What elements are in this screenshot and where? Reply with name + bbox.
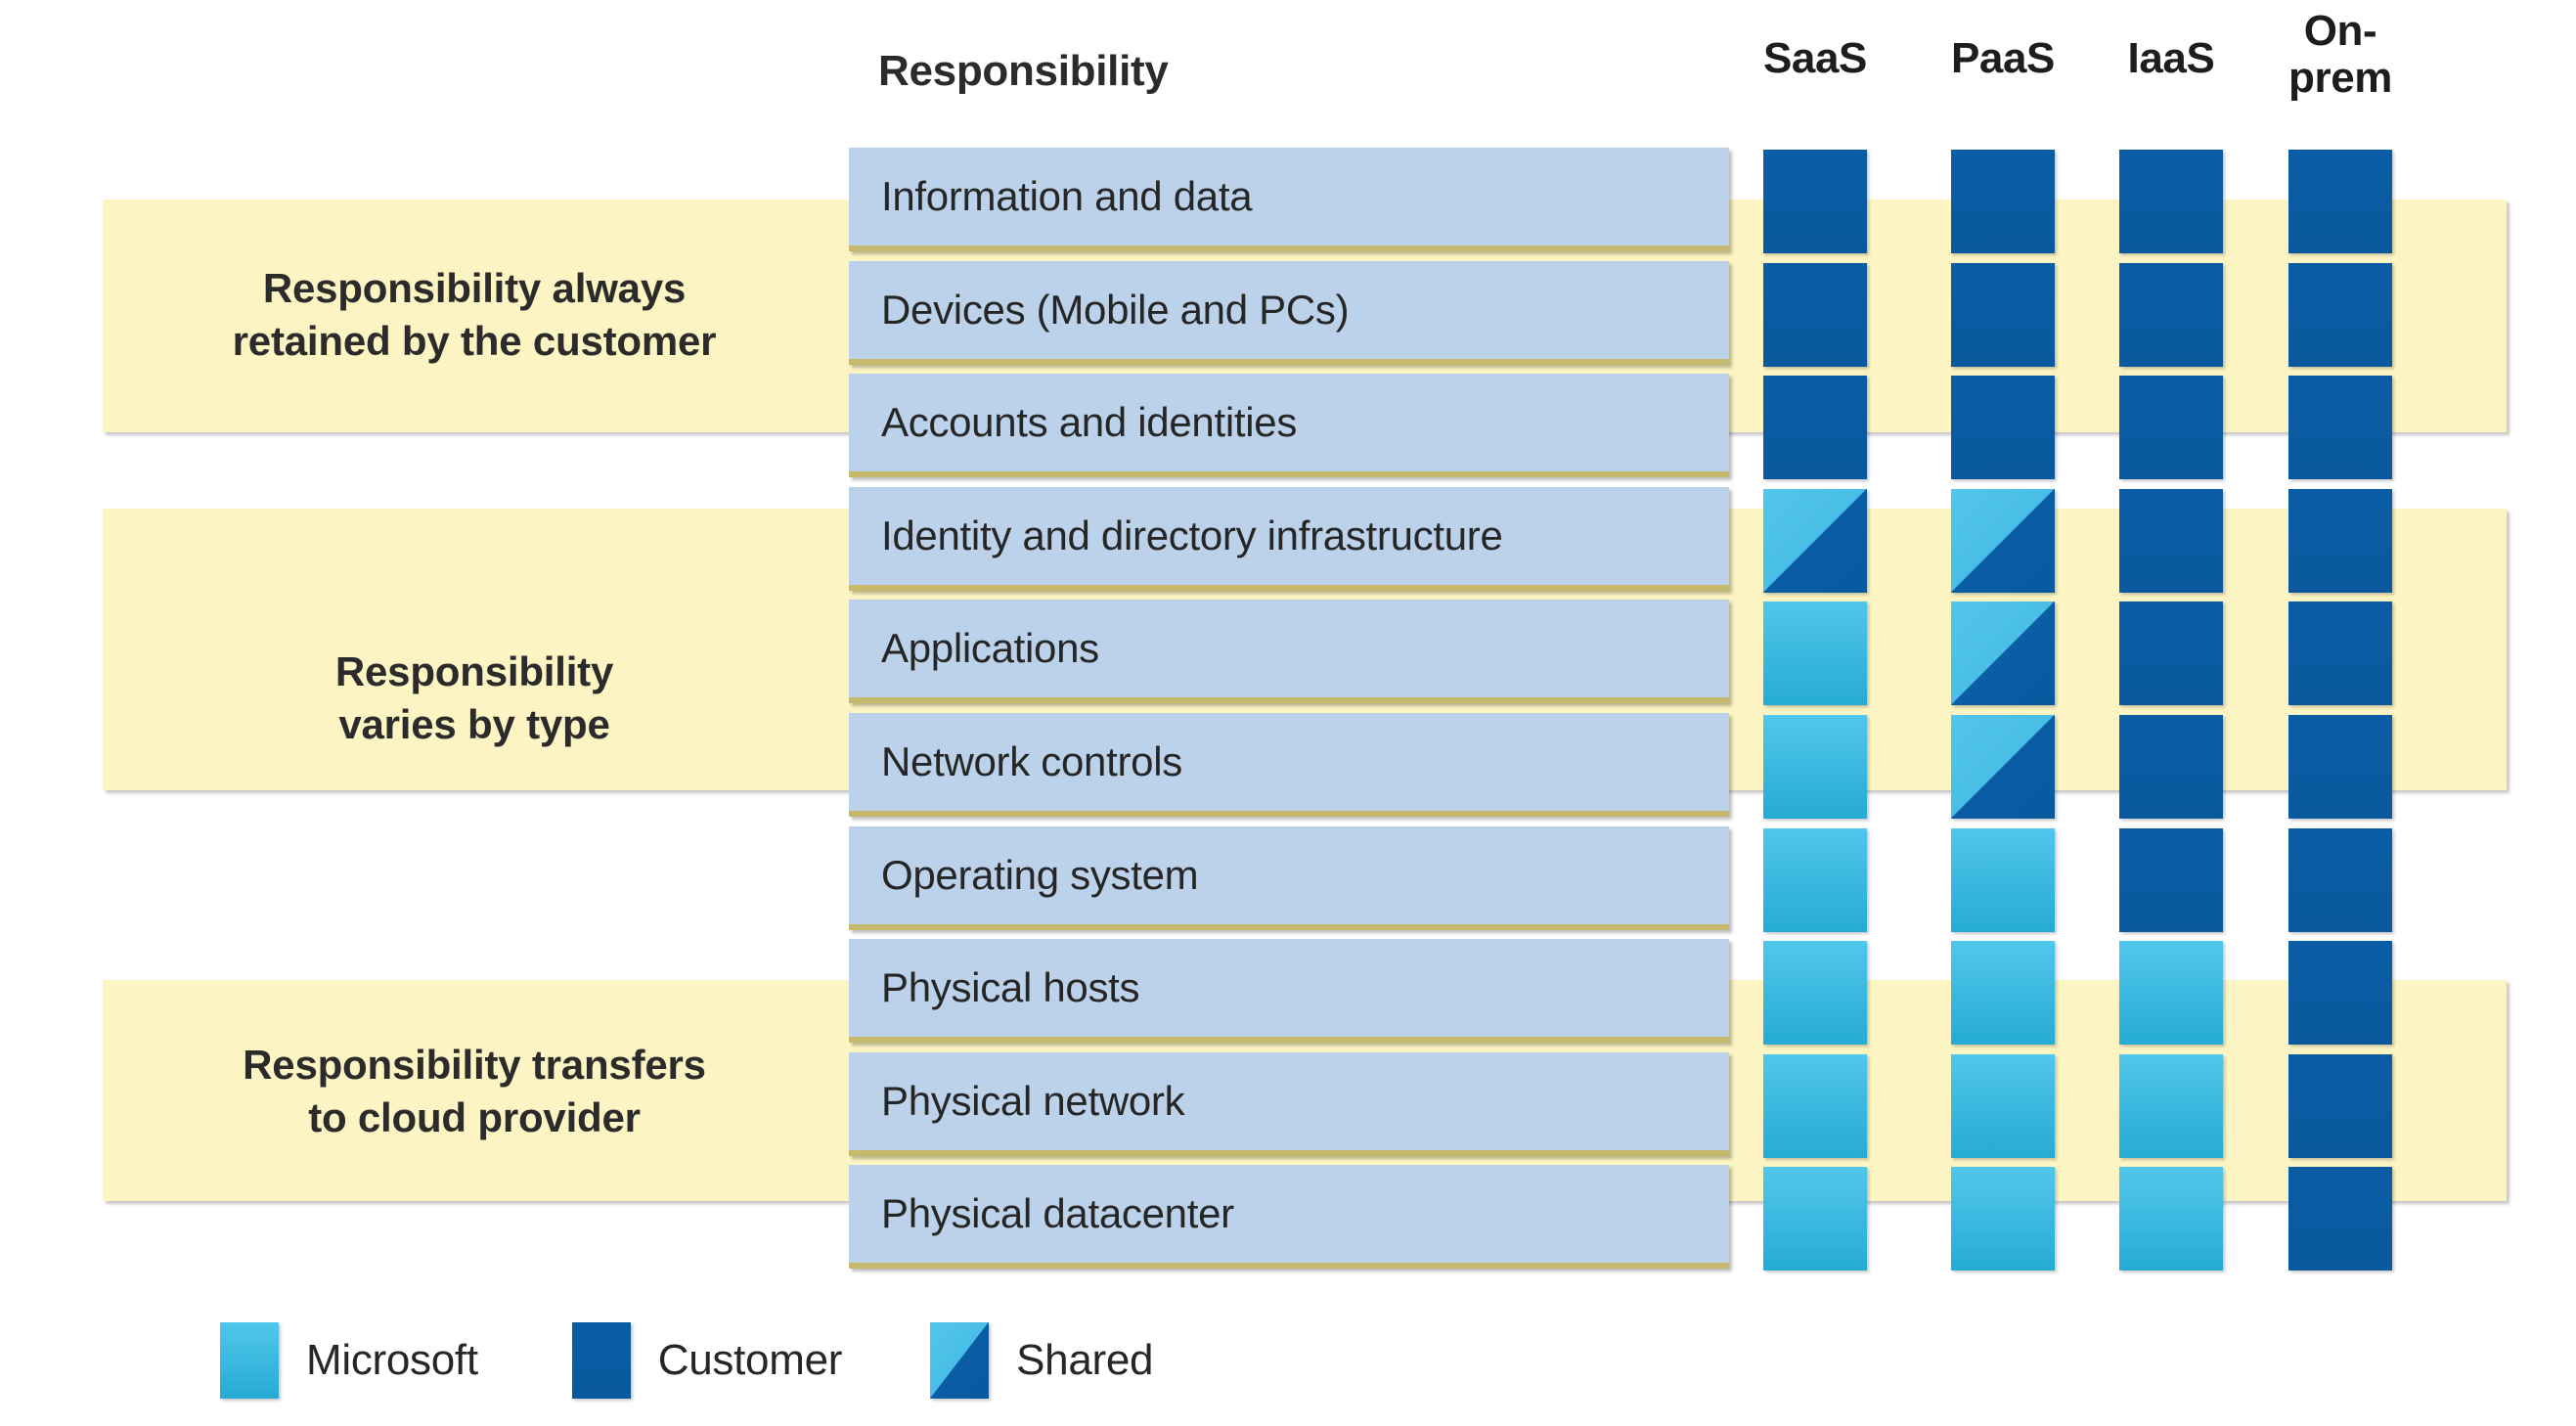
responsibility-row-label: Physical datacenter bbox=[881, 1190, 1234, 1236]
group-label-line: to cloud provider bbox=[308, 1093, 641, 1140]
responsibility-row-label: Devices (Mobile and PCs) bbox=[881, 287, 1350, 333]
responsibility-row-label: Physical hosts bbox=[881, 964, 1140, 1010]
matrix-cell-paas-customer[interactable] bbox=[1951, 150, 2055, 253]
responsibility-row[interactable]: Physical datacenter bbox=[849, 1165, 1729, 1269]
responsibility-row-label: Applications bbox=[881, 625, 1099, 671]
matrix-cell-iaas-customer[interactable] bbox=[2119, 489, 2223, 593]
column-header-iaas: IaaS bbox=[2073, 35, 2269, 82]
matrix-cell-onprem-customer[interactable] bbox=[2288, 1054, 2392, 1158]
responsibility-row-label: Identity and directory infrastructure bbox=[881, 512, 1503, 558]
group-label-transfers-to-provider: Responsibility transfers to cloud provid… bbox=[108, 1039, 841, 1144]
matrix-cell-saas-microsoft[interactable] bbox=[1763, 941, 1867, 1045]
matrix-cell-iaas-customer[interactable] bbox=[2119, 376, 2223, 479]
matrix-cell-saas-microsoft[interactable] bbox=[1763, 1054, 1867, 1158]
matrix-cell-paas-shared[interactable] bbox=[1951, 489, 2055, 593]
matrix-cell-saas-customer[interactable] bbox=[1763, 263, 1867, 367]
matrix-cell-onprem-customer[interactable] bbox=[2288, 828, 2392, 932]
responsibility-row[interactable]: Identity and directory infrastructure bbox=[849, 487, 1729, 591]
group-label-line: varies by type bbox=[338, 700, 610, 747]
group-label-line: Responsibility bbox=[334, 648, 614, 694]
responsibility-row[interactable]: Operating system bbox=[849, 826, 1729, 930]
matrix-cell-paas-customer[interactable] bbox=[1951, 376, 2055, 479]
responsibility-row[interactable]: Accounts and identities bbox=[849, 374, 1729, 477]
group-label-line: Responsibility always bbox=[262, 265, 687, 311]
column-header-line: IaaS bbox=[2127, 34, 2215, 82]
column-header-paas: PaaS bbox=[1905, 35, 2101, 82]
matrix-cell-saas-microsoft[interactable] bbox=[1763, 1167, 1867, 1270]
group-label-line: Responsibility transfers bbox=[243, 1042, 706, 1088]
legend-item-shared: Shared bbox=[930, 1322, 1154, 1399]
legend-item-microsoft: Microsoft bbox=[220, 1322, 478, 1399]
column-header-line: prem bbox=[2288, 53, 2392, 102]
column-header-saas: SaaS bbox=[1717, 35, 1913, 82]
matrix-cell-onprem-customer[interactable] bbox=[2288, 715, 2392, 819]
matrix-cell-saas-customer[interactable] bbox=[1763, 376, 1867, 479]
legend-swatch-customer-icon bbox=[571, 1322, 631, 1399]
responsibility-row-label: Physical network bbox=[881, 1078, 1185, 1124]
matrix-cell-saas-microsoft[interactable] bbox=[1763, 828, 1867, 932]
responsibility-row[interactable]: Physical hosts bbox=[849, 939, 1729, 1043]
column-header-onprem: On-prem bbox=[2243, 8, 2438, 101]
legend-label-microsoft: Microsoft bbox=[306, 1336, 478, 1384]
responsibility-row[interactable]: Physical network bbox=[849, 1052, 1729, 1156]
matrix-cell-saas-shared[interactable] bbox=[1763, 489, 1867, 593]
legend-item-customer: Customer bbox=[571, 1322, 843, 1399]
matrix-cell-onprem-customer[interactable] bbox=[2288, 489, 2392, 593]
matrix-cell-saas-microsoft[interactable] bbox=[1763, 715, 1867, 819]
matrix-cell-iaas-microsoft[interactable] bbox=[2119, 1054, 2223, 1158]
matrix-cell-onprem-customer[interactable] bbox=[2288, 602, 2392, 705]
matrix-cell-iaas-customer[interactable] bbox=[2119, 150, 2223, 253]
matrix-cell-iaas-customer[interactable] bbox=[2119, 602, 2223, 705]
responsibility-row[interactable]: Information and data bbox=[849, 148, 1729, 251]
responsibility-row-label: Operating system bbox=[881, 852, 1199, 898]
matrix-cell-iaas-microsoft[interactable] bbox=[2119, 1167, 2223, 1270]
matrix-cell-paas-customer[interactable] bbox=[1951, 263, 2055, 367]
matrix-cell-iaas-customer[interactable] bbox=[2119, 263, 2223, 367]
legend-swatch-microsoft-icon bbox=[220, 1322, 279, 1399]
legend-swatch-shared-icon bbox=[930, 1322, 990, 1399]
matrix-cell-saas-customer[interactable] bbox=[1763, 150, 1867, 253]
legend-label-customer: Customer bbox=[657, 1336, 843, 1384]
matrix-cell-paas-shared[interactable] bbox=[1951, 602, 2055, 705]
matrix-cell-onprem-customer[interactable] bbox=[2288, 150, 2392, 253]
responsibility-row-label: Information and data bbox=[881, 173, 1253, 219]
responsibility-row[interactable]: Devices (Mobile and PCs) bbox=[849, 261, 1729, 365]
responsibility-row[interactable]: Network controls bbox=[849, 713, 1729, 817]
legend: Microsoft Customer Shared bbox=[220, 1322, 1154, 1399]
group-label-always-customer: Responsibility always retained by the cu… bbox=[108, 262, 841, 368]
group-label-line: retained by the customer bbox=[232, 317, 717, 364]
column-header-line: SaaS bbox=[1762, 34, 1868, 82]
matrix-cell-iaas-microsoft[interactable] bbox=[2119, 941, 2223, 1045]
matrix-cell-onprem-customer[interactable] bbox=[2288, 263, 2392, 367]
matrix-cell-paas-shared[interactable] bbox=[1951, 715, 2055, 819]
responsibility-row-label: Network controls bbox=[881, 738, 1182, 784]
matrix-cell-paas-microsoft[interactable] bbox=[1951, 1054, 2055, 1158]
matrix-cell-iaas-customer[interactable] bbox=[2119, 828, 2223, 932]
responsibility-row[interactable]: Applications bbox=[849, 600, 1729, 703]
column-header-line: On- bbox=[2303, 7, 2377, 55]
responsibility-column-header: Responsibility bbox=[878, 47, 1169, 95]
responsibility-row-label: Accounts and identities bbox=[881, 399, 1298, 445]
matrix-cell-iaas-customer[interactable] bbox=[2119, 715, 2223, 819]
matrix-cell-paas-microsoft[interactable] bbox=[1951, 941, 2055, 1045]
matrix-cell-paas-microsoft[interactable] bbox=[1951, 828, 2055, 932]
matrix-cell-onprem-customer[interactable] bbox=[2288, 1167, 2392, 1270]
matrix-cell-onprem-customer[interactable] bbox=[2288, 376, 2392, 479]
matrix-cell-onprem-customer[interactable] bbox=[2288, 941, 2392, 1045]
matrix-cell-paas-microsoft[interactable] bbox=[1951, 1167, 2055, 1270]
column-header-line: PaaS bbox=[1950, 34, 2056, 82]
legend-label-shared: Shared bbox=[1016, 1336, 1154, 1384]
group-label-varies-by-type: Responsibility varies by type bbox=[108, 646, 841, 751]
matrix-cell-saas-microsoft[interactable] bbox=[1763, 602, 1867, 705]
